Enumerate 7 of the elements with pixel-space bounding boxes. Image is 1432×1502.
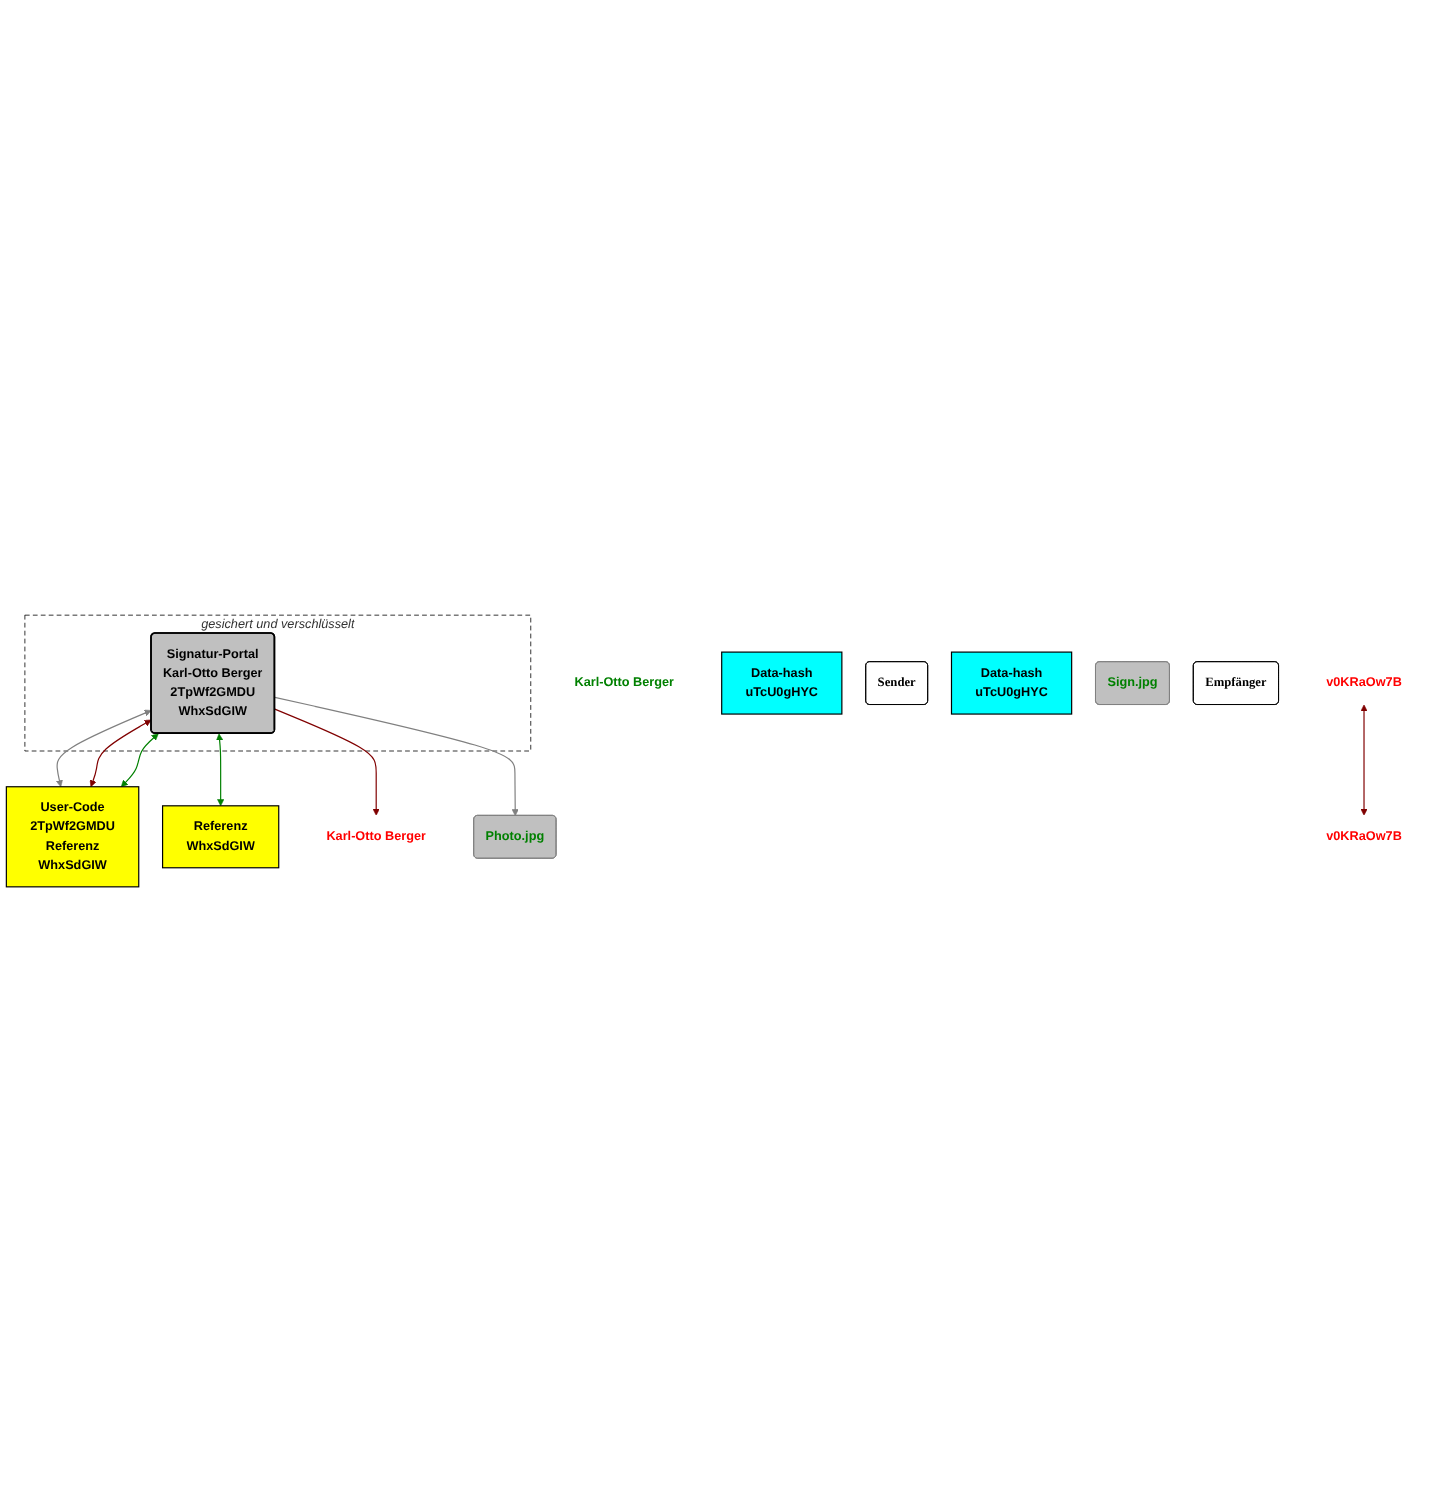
arrow (216, 733, 225, 807)
arrow (274, 696, 519, 817)
arrow (120, 733, 159, 788)
arrow (56, 709, 152, 788)
arrow (1360, 704, 1368, 816)
arrow (274, 708, 380, 816)
arrow (89, 719, 152, 788)
